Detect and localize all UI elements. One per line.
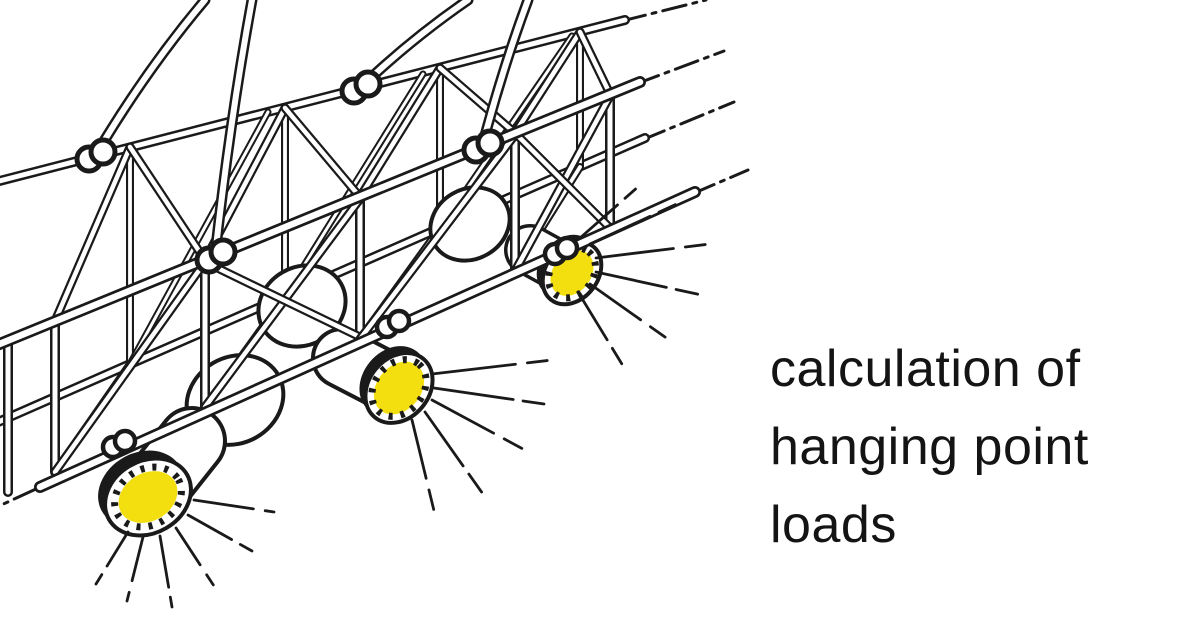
- headline-line-1: calculation of: [770, 340, 1081, 398]
- headline-line-2: hanging point: [770, 418, 1089, 476]
- top-lacing: [50, 27, 615, 326]
- light-rays: [94, 176, 720, 609]
- truss-illustration: [0, 0, 750, 609]
- front-chords: [0, 76, 701, 493]
- headline: calculation of hanging point loads: [770, 330, 1190, 564]
- headline-line-3: loads: [770, 496, 897, 554]
- centerline-extensions: [0, 0, 750, 508]
- clamp-couplers: [74, 69, 580, 460]
- front-lacing: [3, 89, 615, 497]
